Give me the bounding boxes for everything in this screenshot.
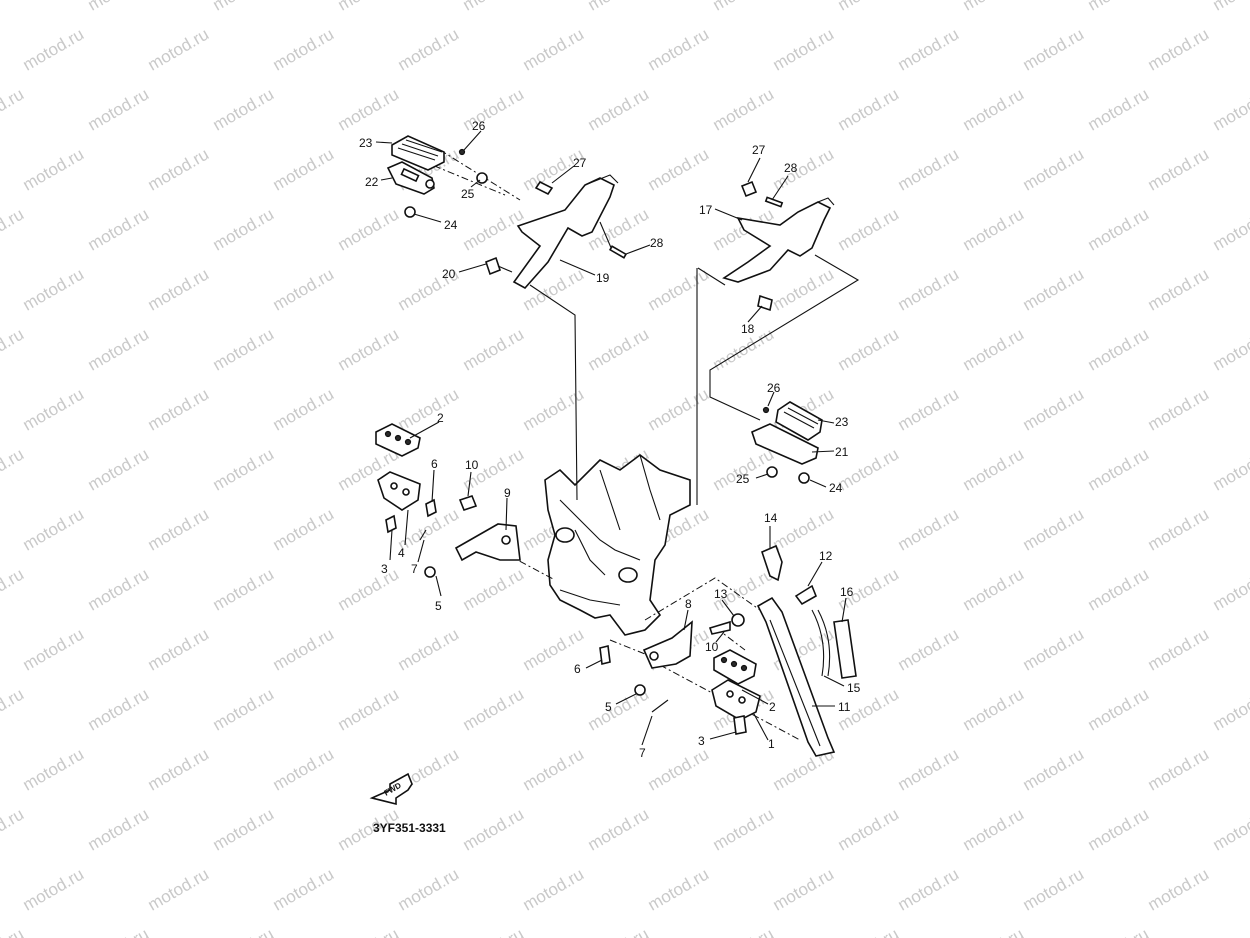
callout-16: 16 <box>840 585 854 599</box>
diagram-code: 3YF351-3331 <box>373 821 446 835</box>
lower-footrest-assembly <box>599 613 761 735</box>
callout-2: 2 <box>437 411 444 425</box>
callout-12: 12 <box>819 549 833 563</box>
callout-10: 10 <box>705 640 719 654</box>
callout-2: 2 <box>769 700 776 714</box>
callout-4: 4 <box>398 546 405 560</box>
callout-6: 6 <box>574 662 581 676</box>
callout-19: 19 <box>596 271 610 285</box>
callout-20: 20 <box>442 267 456 281</box>
callout-17: 17 <box>699 203 713 217</box>
callout-7: 7 <box>639 746 646 760</box>
callout-1: 1 <box>768 737 775 751</box>
rear-right-bracket-assembly <box>722 180 835 312</box>
callout-24: 24 <box>444 218 458 232</box>
callout-22: 22 <box>365 175 379 189</box>
frame-section <box>544 454 691 636</box>
callout-28: 28 <box>784 161 798 175</box>
callout-26: 26 <box>472 119 486 133</box>
callout-18: 18 <box>741 322 755 336</box>
sidestand-assembly <box>756 544 857 757</box>
front-left-footrest-assembly <box>375 423 521 578</box>
callout-3: 3 <box>381 562 388 576</box>
callout-7: 7 <box>411 562 418 576</box>
rear-left-footrest-assembly <box>386 135 628 290</box>
callout-11: 11 <box>838 700 851 714</box>
callout-14: 14 <box>764 511 778 525</box>
callout-21: 21 <box>835 445 849 459</box>
callout-13: 13 <box>714 587 728 601</box>
callout-9: 9 <box>504 486 511 500</box>
callout-5: 5 <box>605 700 612 714</box>
callout-5: 5 <box>435 599 442 613</box>
callout-25: 25 <box>461 187 475 201</box>
callout-27: 27 <box>573 156 587 170</box>
callout-28: 28 <box>650 236 664 250</box>
callout-labels: 23 26 22 25 24 27 28 19 20 27 28 17 18 2… <box>359 119 861 760</box>
front-right-footrest-assembly <box>751 401 823 484</box>
fwd-arrow: FWD <box>369 772 413 806</box>
callout-25: 25 <box>736 472 750 486</box>
callout-10: 10 <box>465 458 479 472</box>
callout-23: 23 <box>359 136 373 150</box>
callout-6: 6 <box>431 457 438 471</box>
callout-3: 3 <box>698 734 705 748</box>
callout-leaders <box>375 130 847 746</box>
callout-24: 24 <box>829 481 843 495</box>
callout-23: 23 <box>835 415 849 429</box>
callout-27: 27 <box>752 143 766 157</box>
callout-26: 26 <box>767 381 781 395</box>
callout-15: 15 <box>847 681 861 695</box>
callout-8: 8 <box>685 597 692 611</box>
